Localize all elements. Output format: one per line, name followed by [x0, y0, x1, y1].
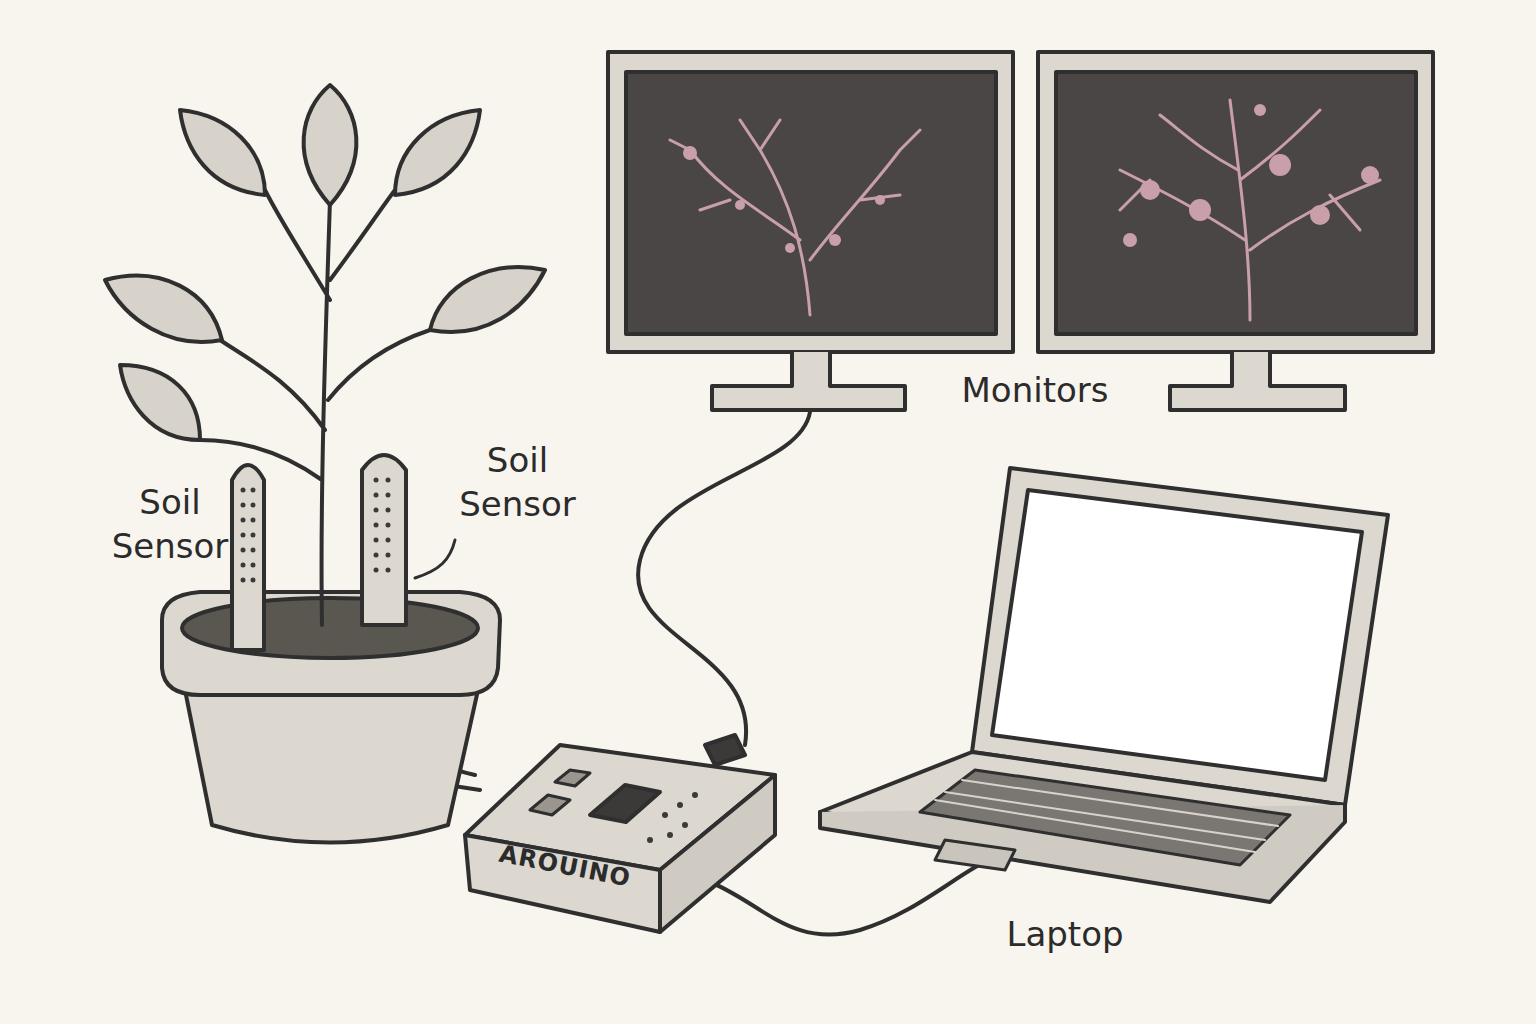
monitor [608, 52, 1013, 410]
leader-line [415, 540, 455, 578]
part-label: Monitors [920, 368, 1150, 412]
plant-pot [162, 592, 500, 843]
laptop-cable [705, 855, 1000, 935]
monitor [1038, 52, 1433, 410]
pin-dots [647, 792, 698, 843]
branch-pattern [670, 100, 1380, 320]
part-label: Soil Sensor [440, 438, 595, 526]
part-label: Soil Sensor [100, 480, 240, 568]
bloom-dots [683, 104, 1379, 253]
soil-sensor [232, 455, 406, 650]
sensor-holes [241, 478, 391, 583]
part-label: Laptop [975, 912, 1155, 956]
monitor-cable [638, 412, 810, 745]
arduino-box [465, 735, 775, 932]
laptop [820, 468, 1388, 902]
